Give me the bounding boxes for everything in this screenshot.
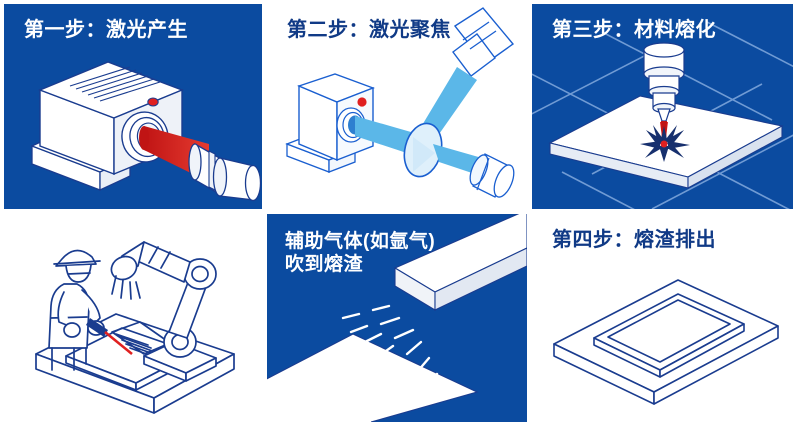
panel-6-title: 第四步：熔渣排出	[552, 229, 716, 251]
laser-generator-illustration	[4, 4, 262, 209]
worker-robot-arm-illustration	[4, 214, 262, 422]
panel-2-title: 第二步：激光聚焦	[287, 19, 451, 41]
panel-step-4: 第四步：熔渣排出	[532, 214, 793, 422]
assist-gas-illustration	[267, 214, 527, 422]
panel-worker-robot	[4, 214, 262, 422]
panel-step-2: 第二步：激光聚焦	[267, 4, 527, 209]
slag-ejected-plate-illustration	[532, 214, 793, 422]
panel-assist-gas: 辅助气体(如氩气) 吹到熔渣	[267, 214, 527, 422]
panel-1-title: 第一步：激光产生	[24, 19, 188, 41]
panel-step-3: 第三步：材料熔化	[532, 4, 793, 209]
material-melting-illustration	[532, 4, 793, 209]
laser-focusing-illustration	[267, 4, 527, 209]
panel-step-1: 第一步：激光产生	[4, 4, 262, 209]
panel-5-title: 辅助气体(如氩气) 吹到熔渣	[285, 231, 436, 276]
panel-3-title: 第三步：材料熔化	[552, 19, 716, 41]
